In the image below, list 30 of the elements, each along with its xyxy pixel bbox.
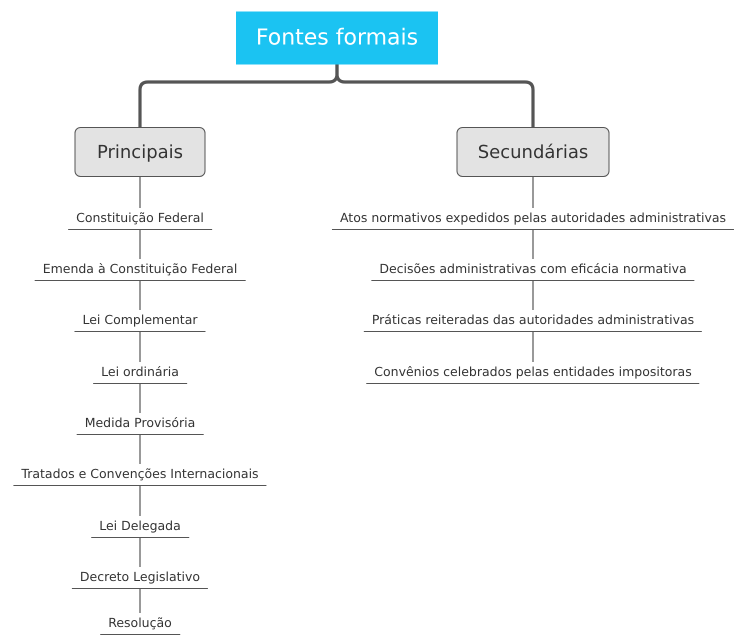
connector-line: [139, 177, 141, 208]
list-item: Constituição Federal: [68, 208, 212, 230]
category-box: Principais: [74, 127, 206, 177]
connector-line: [532, 177, 534, 208]
list-item: Lei Delegada: [91, 516, 189, 538]
connector-line: [139, 435, 141, 464]
connector-line: [139, 486, 141, 516]
list-item: Lei ordinária: [93, 362, 187, 384]
connector-line: [335, 64, 535, 127]
list-item: Lei Complementar: [74, 310, 206, 332]
list-item: Decreto Legislativo: [72, 567, 208, 589]
connector-line: [139, 589, 141, 613]
connector-line: [139, 332, 141, 362]
connector-line: [139, 230, 141, 259]
list-item: Convênios celebrados pelas entidades impositoras: [366, 362, 700, 384]
category-box: Secundárias: [456, 127, 610, 177]
list-item: Resolução: [100, 613, 180, 635]
connector-line: [532, 332, 534, 362]
connector-line: [139, 281, 141, 310]
title-box: Fontes formais: [236, 12, 438, 64]
connector-line: [139, 538, 141, 567]
connector-line: [532, 281, 534, 310]
list-item: Tratados e Convenções Internacionais: [13, 464, 267, 486]
connector-line: [139, 384, 141, 413]
list-item: Emenda à Constituição Federal: [34, 259, 246, 281]
list-item: Medida Provisória: [76, 413, 204, 435]
list-item: Atos normativos expedidos pelas autoridades administrativas: [332, 208, 734, 230]
list-item: Decisões administrativas com eficácia normativa: [371, 259, 695, 281]
list-item: Práticas reiteradas das autoridades administrativas: [364, 310, 702, 332]
connector-line: [532, 230, 534, 259]
